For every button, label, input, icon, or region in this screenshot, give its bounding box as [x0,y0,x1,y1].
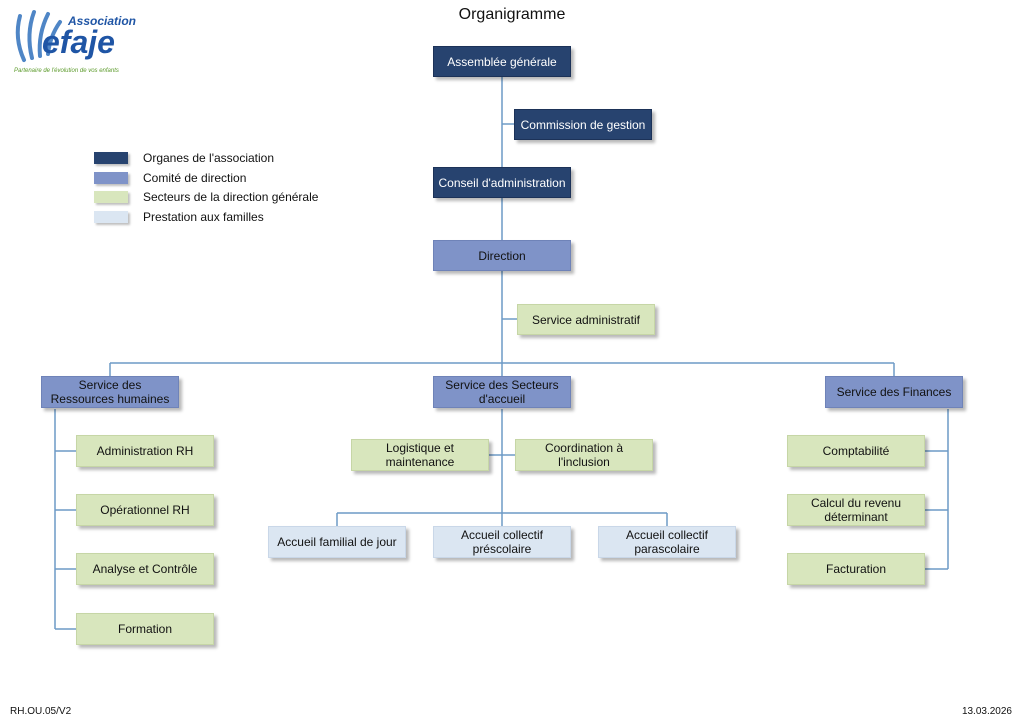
legend-label: Secteurs de la direction générale [143,190,319,204]
legend-swatch-organes [94,152,128,164]
footer-date: 13.03.2026 [961,706,1012,717]
node-conseil-administration: Conseil d'administration [433,167,571,198]
node-facturation: Facturation [787,553,925,585]
legend-label: Organes de l'association [143,151,275,165]
node-coordination-inclusion: Coordination à l'inclusion [515,439,653,471]
page-title: Organigramme [458,6,566,23]
footer-reference: RH.OU.05/V2 [10,706,72,717]
node-direction: Direction [433,240,571,271]
node-commission-de-gestion: Commission de gestion [514,109,652,140]
hand-icon [15,10,62,62]
legend-label: Prestation aux familles [143,209,264,224]
node-accueil-collectif-prescolaire: Accueil collectif préscolaire [433,526,571,558]
legend-label: Comité de direction [143,170,247,185]
legend-swatch-secteurs [94,191,128,203]
legend-swatch-comite [94,171,128,184]
node-service-finances: Service des Finances [825,376,963,408]
logo-name-text: efaje [42,24,115,60]
node-operationnel-rh: Opérationnel RH [76,494,214,526]
node-comptabilite: Comptabilité [787,435,925,467]
node-formation: Formation [76,613,214,645]
association-logo: Association efaje Partenaire de l'évolut… [10,8,140,78]
node-calcul-revenu-determinant: Calcul du revenu déterminant [787,494,925,526]
node-service-ressources-humaines: Service des Ressources humaines [41,376,179,408]
node-service-secteurs-accueil: Service des Secteurs d'accueil [433,376,571,408]
legend-swatch-prestation [94,210,128,223]
logo-association-text: Association [68,14,137,28]
node-assemblee-generale: Assemblée générale [433,46,571,77]
node-logistique-maintenance: Logistique et maintenance [351,439,489,471]
node-accueil-collectif-parascolaire: Accueil collectif parascolaire [598,526,736,558]
node-accueil-familial-de-jour: Accueil familial de jour [268,526,406,558]
node-service-administratif: Service administratif [517,304,655,335]
logo-tagline: Partenaire de l'évolution de vos enfants [14,68,119,74]
node-analyse-controle: Analyse et Contrôle [76,553,214,585]
node-administration-rh: Administration RH [76,435,214,467]
